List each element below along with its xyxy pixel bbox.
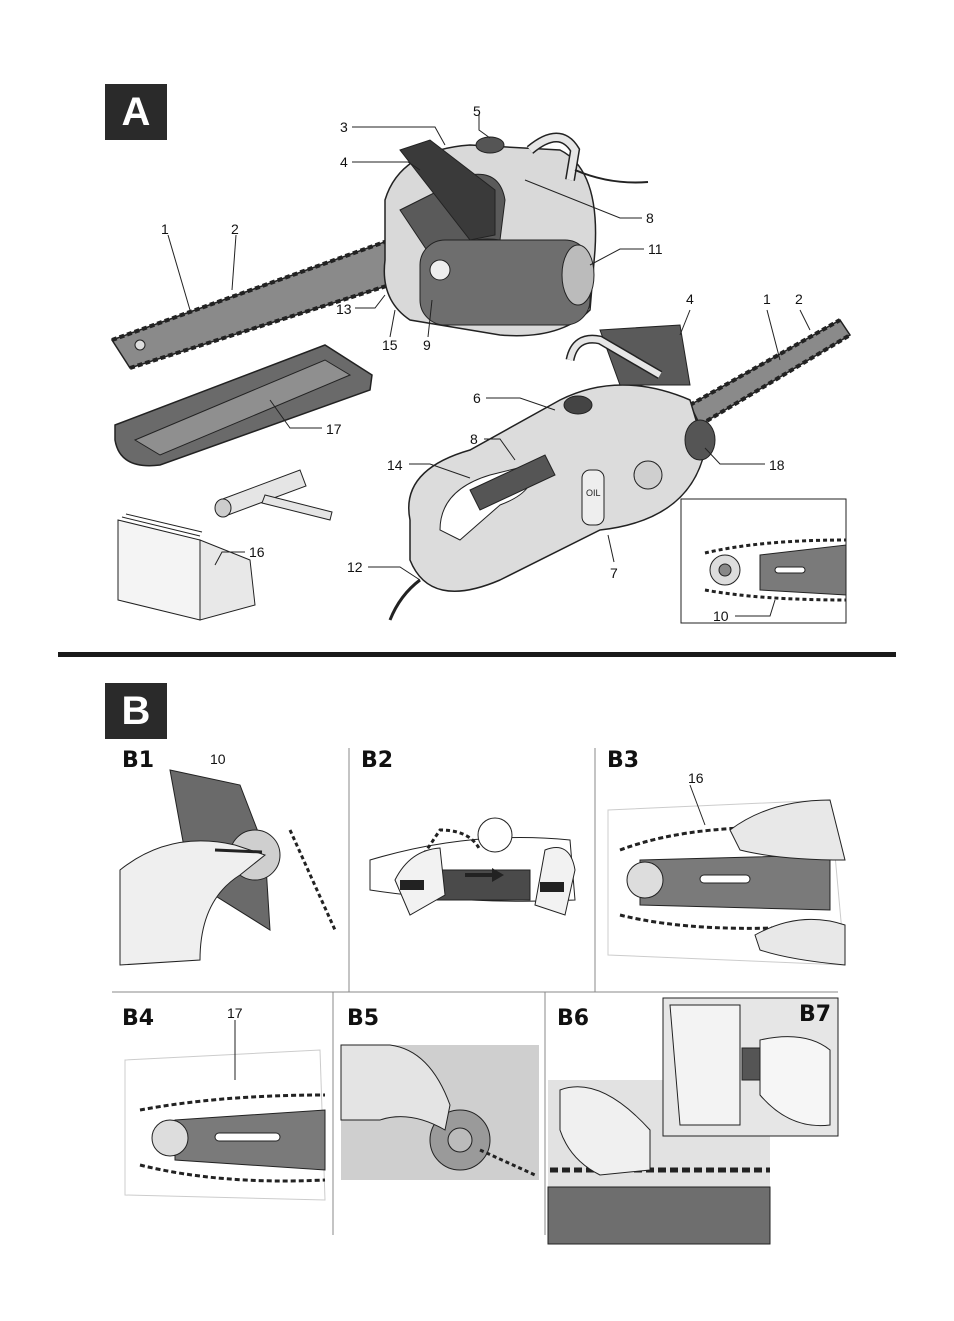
callout-b3-16: 16 xyxy=(688,770,704,786)
callout-4b: 4 xyxy=(686,291,694,307)
panel-label-b6: B6 xyxy=(557,1006,590,1031)
panel-label-b1: B1 xyxy=(122,748,155,773)
panel-label-b3: B3 xyxy=(607,748,640,773)
callout-2b: 2 xyxy=(795,291,803,307)
panel-label-b7: B7 xyxy=(799,1002,832,1027)
section-a-badge: A xyxy=(105,84,167,140)
section-divider xyxy=(58,652,896,657)
manual-booklet xyxy=(117,513,256,621)
callout-leaders xyxy=(167,115,811,617)
panel-b2-drawing xyxy=(369,817,576,916)
callout-12: 12 xyxy=(347,559,363,575)
callout-1b: 1 xyxy=(763,291,771,307)
callout-15: 15 xyxy=(382,337,398,353)
panel-label-b4: B4 xyxy=(122,1006,155,1031)
callout-4: 4 xyxy=(340,154,348,170)
callout-9: 9 xyxy=(423,337,431,353)
panel-b4-drawing xyxy=(124,1020,326,1201)
callout-1: 1 xyxy=(161,221,169,237)
callout-11: 11 xyxy=(648,241,663,257)
section-b-badge: B xyxy=(105,683,167,739)
chainsaw-right: OIL xyxy=(388,318,852,621)
panel-b7-inset xyxy=(662,997,839,1137)
callout-10: 10 xyxy=(713,608,729,624)
panel-b1-drawing xyxy=(119,769,337,966)
callout-7: 7 xyxy=(610,565,618,581)
callout-8b: 8 xyxy=(470,431,478,447)
callout-6: 6 xyxy=(473,390,481,406)
callout-14: 14 xyxy=(387,457,403,473)
callout-b1-10: 10 xyxy=(210,751,226,767)
callout-8: 8 xyxy=(646,210,654,226)
oil-mark: OIL xyxy=(586,488,601,498)
bar-cover xyxy=(114,344,373,467)
callout-17: 17 xyxy=(326,421,342,437)
panel-dividers xyxy=(112,748,838,1235)
panel-label-b5: B5 xyxy=(347,1006,380,1031)
callout-3: 3 xyxy=(340,119,348,135)
panel-b5-drawing xyxy=(340,1044,539,1180)
inset-sprocket-detail xyxy=(680,498,847,624)
callout-18: 18 xyxy=(769,457,785,473)
callout-16: 16 xyxy=(249,544,265,560)
callout-b4-17: 17 xyxy=(227,1005,243,1021)
chainsaw-left xyxy=(110,132,649,370)
callout-13: 13 xyxy=(336,301,352,317)
panel-label-b2: B2 xyxy=(361,748,394,773)
wrench-tool xyxy=(214,469,333,521)
panel-b3-drawing xyxy=(607,784,846,966)
callout-5: 5 xyxy=(473,103,481,119)
callout-2: 2 xyxy=(231,221,239,237)
